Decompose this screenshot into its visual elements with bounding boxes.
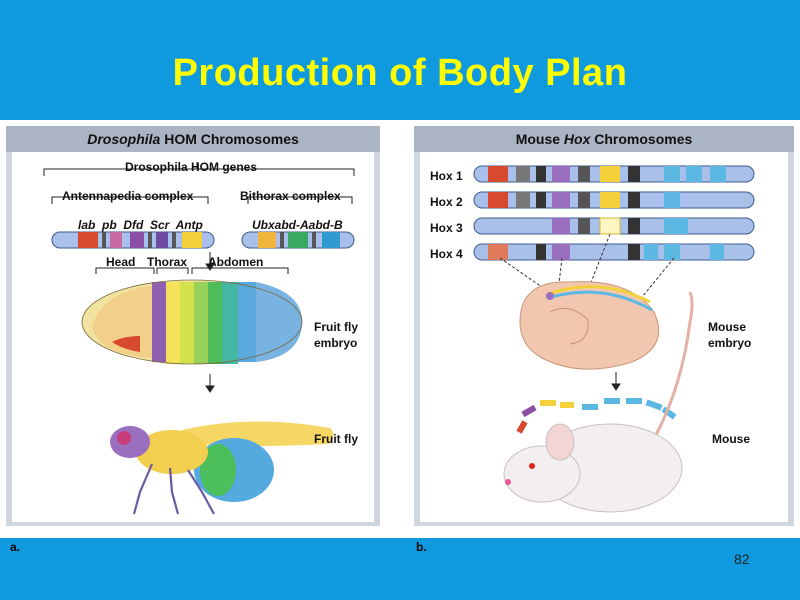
fly-legs [132,463,215,515]
mouse-embryo-label-line2: embryo [708,336,752,350]
mouse-body-segments [516,398,677,434]
panel-b-label: b. [416,540,427,554]
adult-fruit-fly [110,421,334,515]
slide-title: Production of Body Plan [172,52,628,94]
title-bar [0,0,800,120]
fly-embryo-label-line2: embryo [314,336,358,350]
mouse-label: Mouse [712,432,751,446]
mouse-embryo [519,281,660,370]
bithorax-complex-label: Bithorax complex [240,189,341,203]
hox-4-chromosome [473,243,755,261]
mouse-embryo-label-line1: Mouse [708,320,747,334]
drosophila-figure [43,162,355,515]
bithorax-chromosome [241,231,355,249]
hox-2-chromosome [473,191,755,209]
header-rest: HOM Chromosomes [160,131,299,147]
footer-bar [0,538,800,600]
down-arrow-1 [205,252,215,271]
header-rest: Chromosomes [590,131,693,147]
fly-embryo [81,279,303,365]
down-arrow-2 [205,374,215,393]
drosophila-panel-header: Drosophila HOM Chromosomes [6,126,380,152]
header-pre: Mouse [515,131,564,147]
drosophila-panel: Drosophila HOM Chromosomes [6,126,380,526]
hom-genes-label: Drosophila HOM genes [125,160,258,174]
mouse-panel: Mouse Hox Chromosomes [414,126,794,526]
hox-1-chromosome [473,165,755,183]
header-italic: Drosophila [87,131,161,147]
gene-brackets [43,162,355,274]
header-italic: Hox [563,131,591,147]
mouse-panel-header: Mouse Hox Chromosomes [414,126,794,152]
antennapedia-chromosome [51,231,215,249]
panel-a-label: a. [10,540,21,554]
hox-4-label: Hox 4 [430,247,463,261]
thorax-region-label: Thorax [147,255,188,269]
abdomen-region-label: Abdomen [208,255,264,269]
hox-3-chromosome [473,217,755,235]
drosophila-panel-body: Drosophila HOM genes Antennapedia comple… [12,152,374,522]
fruit-fly-label: Fruit fly [314,432,358,446]
hox-1-label: Hox 1 [430,169,463,183]
antennapedia-complex-label: Antennapedia complex [62,189,194,203]
mouse-figure [473,165,755,513]
hox-3-label: Hox 3 [430,221,463,235]
page-number: 82 [734,551,750,567]
mouse-panel-body: Hox 1 Hox 2 Hox 3 Hox 4 Mouse embryo Mou… [420,152,788,522]
fly-embryo-label-line1: Fruit fly [314,320,358,334]
hox-2-label: Hox 2 [430,195,463,209]
down-arrow-mouse [611,372,621,391]
antennapedia-gene-names: lab pb Dfd Scr Antp [78,218,203,232]
bithorax-gene-names: Ubxabd-Aabd-B [252,218,343,232]
head-region-label: Head [106,255,136,269]
adult-mouse [503,291,694,513]
